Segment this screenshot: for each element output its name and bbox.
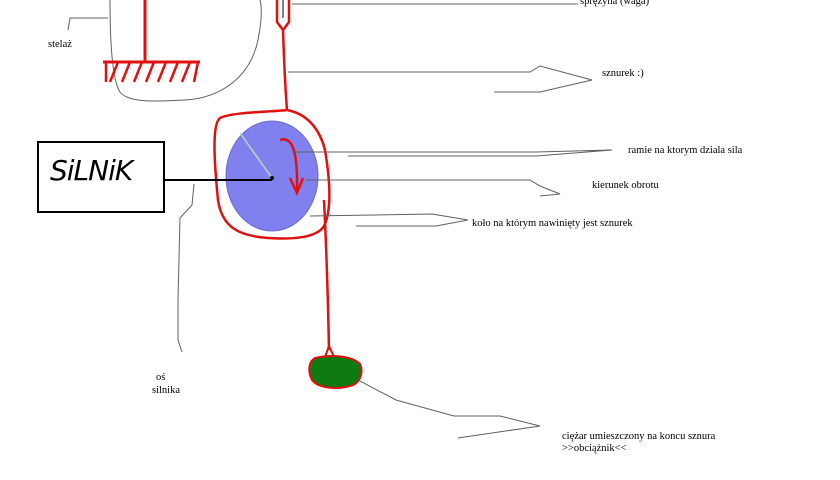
wheel-outline — [213, 108, 331, 240]
string-upper — [281, 29, 289, 111]
label-os-line2: silnika — [152, 385, 180, 396]
motor-box — [37, 141, 165, 213]
rotation-arrow — [279, 138, 299, 193]
os-pointer — [177, 183, 195, 353]
frame-hatching — [104, 61, 200, 83]
label-sprezyna: sprężyna (waga) — [580, 0, 650, 7]
wheel-radius — [239, 132, 273, 179]
label-os-line1: oś — [156, 372, 166, 383]
weight — [308, 355, 363, 389]
motor-label: SiLNiK — [50, 154, 133, 187]
label-stelaz: stelaż — [48, 39, 72, 50]
label-ciezar-line1: ciężar umieszczony na koncu sznura — [562, 431, 716, 442]
label-kierunek: kierunek obrotu — [592, 180, 659, 191]
label-ramie: ramie na ktorym dziala sila — [628, 145, 743, 156]
stelaz-pointer — [67, 17, 108, 31]
pointer-lines — [288, 3, 613, 439]
frame-outline — [109, 0, 262, 102]
weight-hook — [324, 343, 335, 358]
label-ciezar-line2: >>obciążnik<< — [562, 443, 627, 454]
label-kolo: koło na którym nawinięty jest sznurek — [472, 218, 633, 229]
string-lower — [322, 199, 331, 351]
rotation-arrowhead — [288, 177, 305, 197]
label-sznurek: sznurek :) — [602, 68, 644, 79]
